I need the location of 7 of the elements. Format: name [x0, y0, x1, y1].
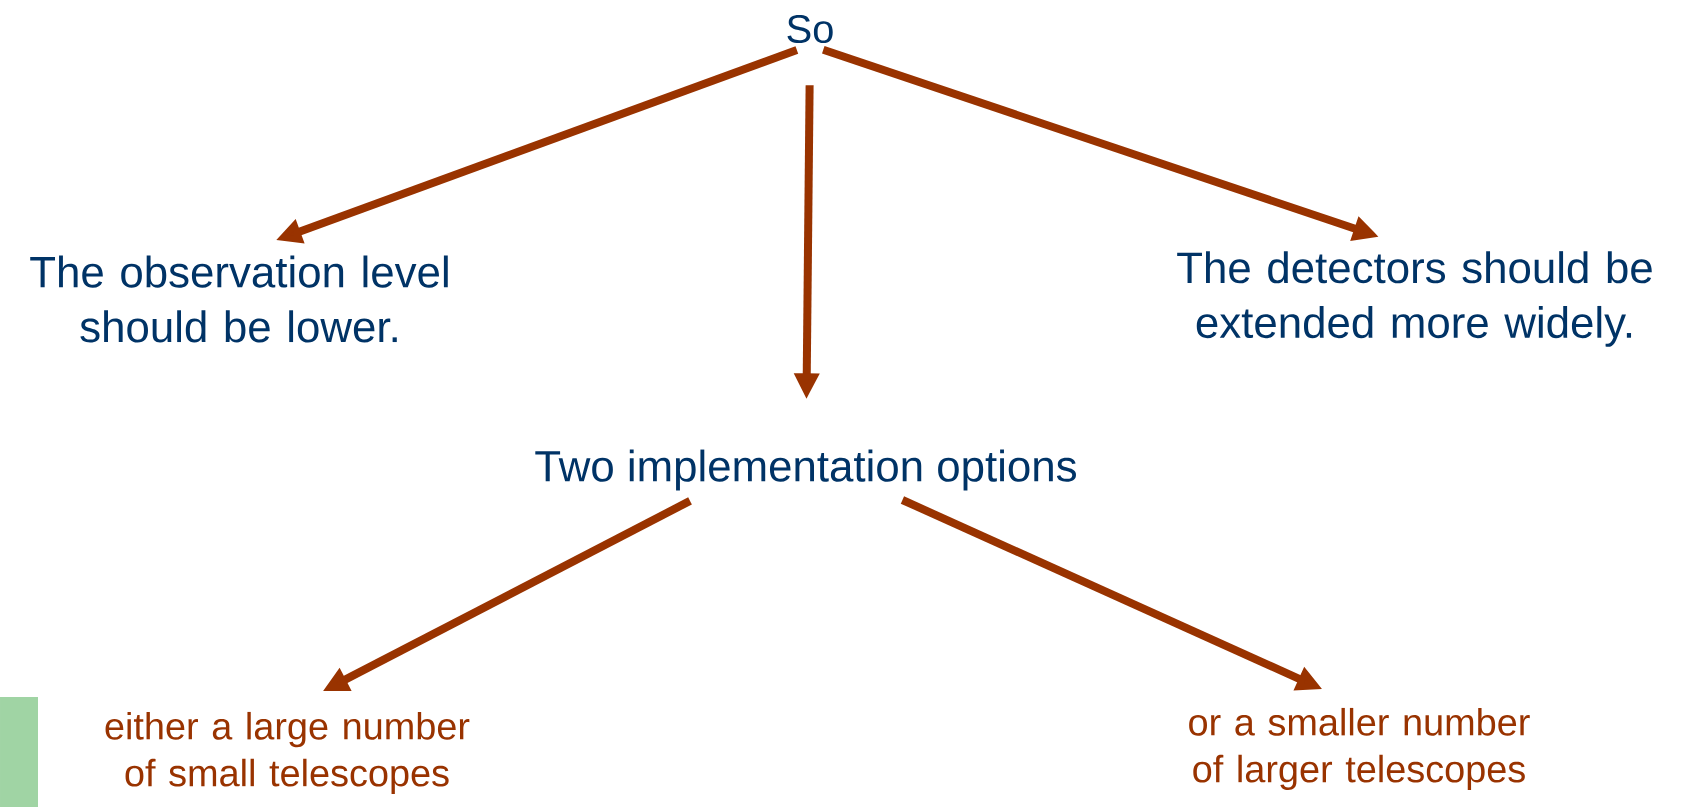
text-label: either a large number of small telescopes: [105, 711, 470, 795]
text-label: or a smaller number of larger telescopes: [1189, 707, 1530, 791]
text-label: Two implementation options: [535, 449, 1076, 491]
text-label: The detectors should be extended more widely.: [1177, 251, 1652, 347]
side-bar: [0, 697, 38, 807]
text-label: So: [787, 14, 833, 44]
text-label: The observation level should be lower.: [30, 255, 448, 343]
